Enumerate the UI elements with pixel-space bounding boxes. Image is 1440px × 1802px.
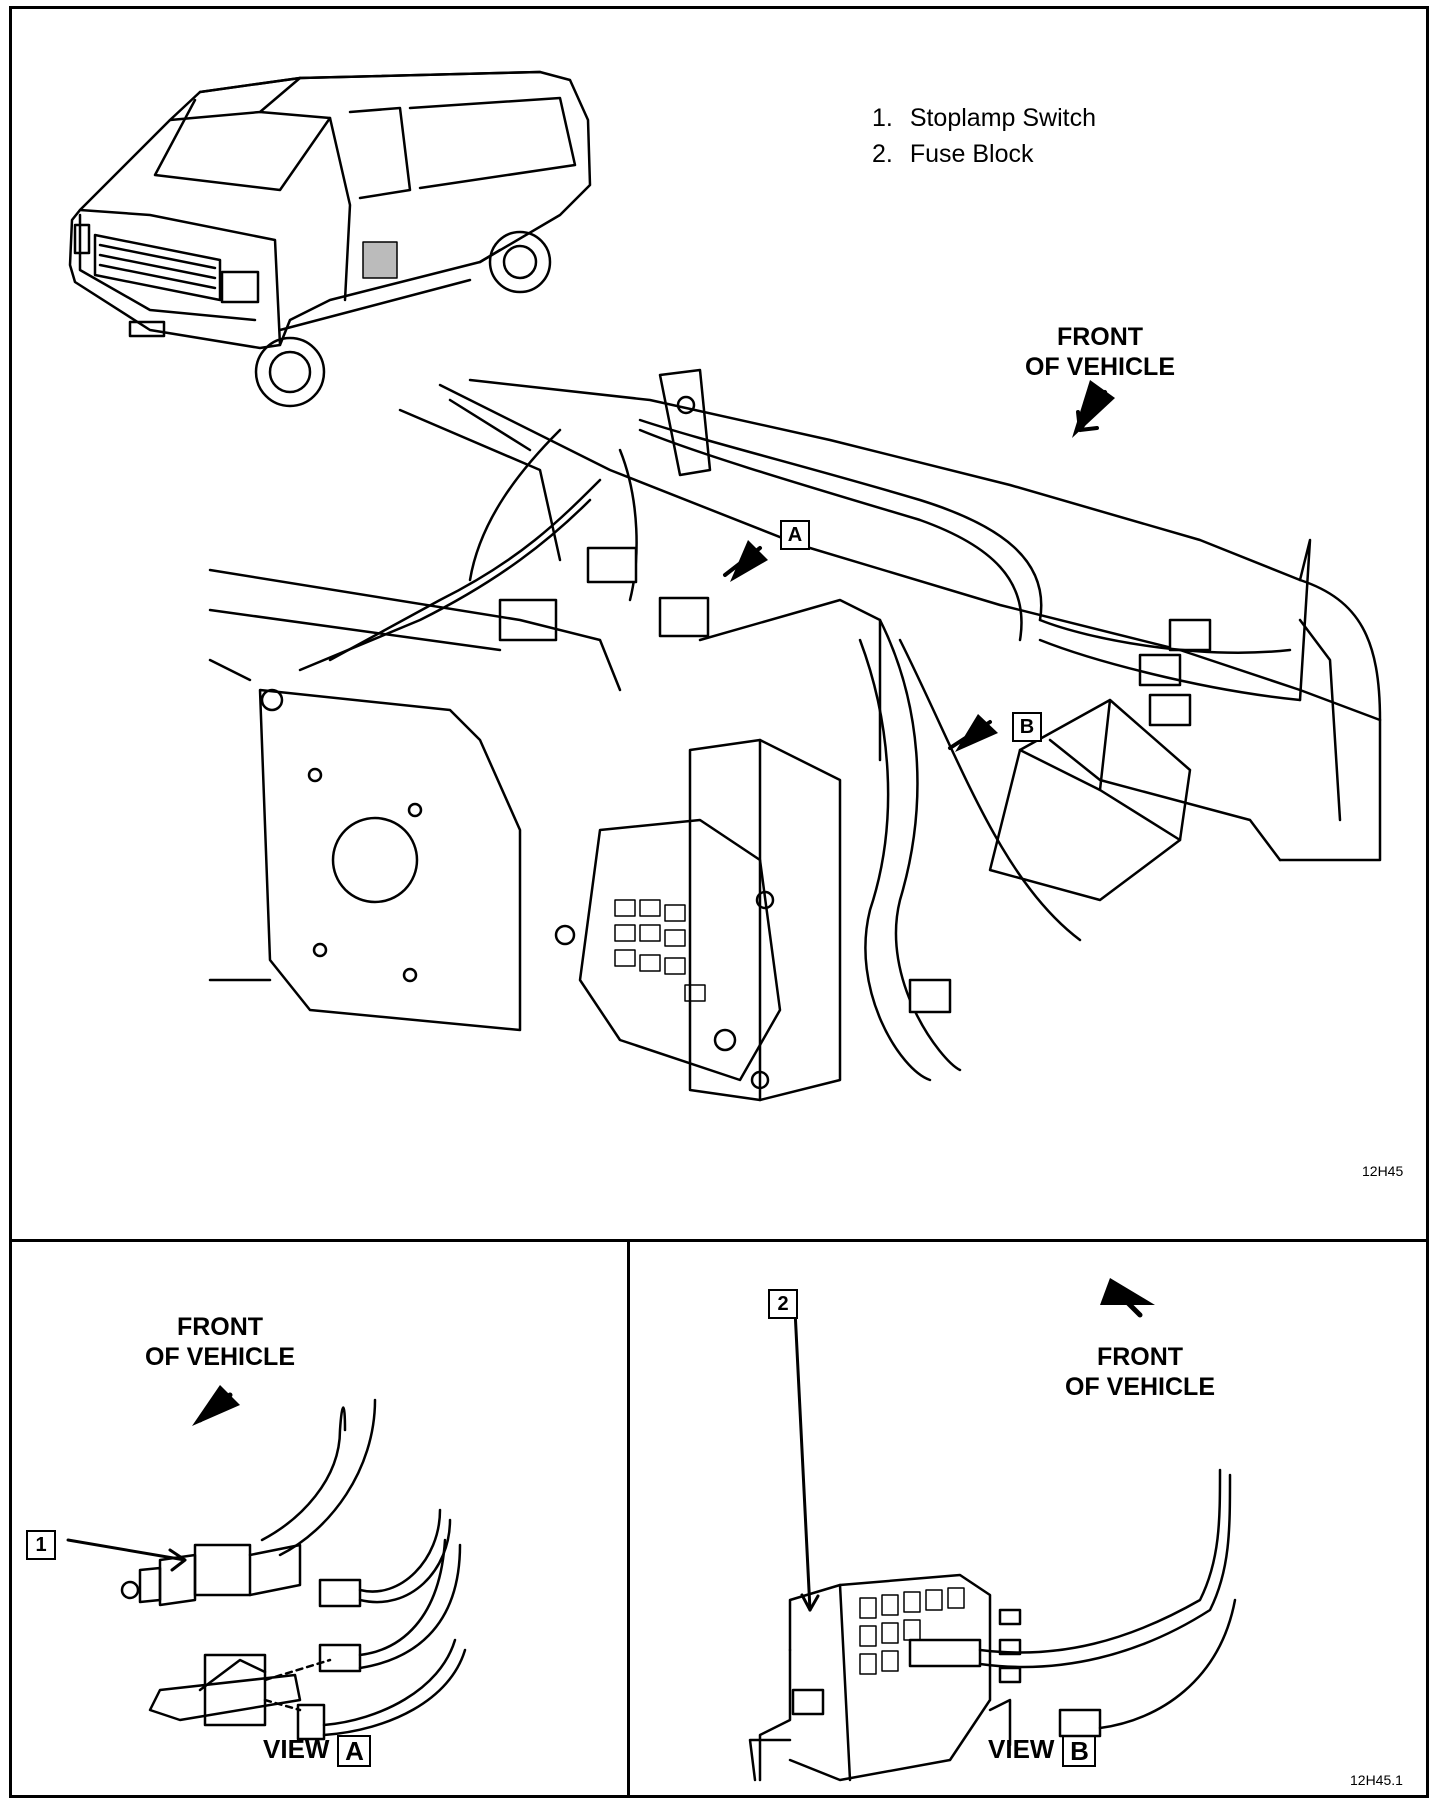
arrow-b-head — [955, 714, 998, 752]
view-b-front-label: FRONT OF VEHICLE — [1050, 1342, 1230, 1402]
figure-code-view-b: 12H45.1 — [1350, 1772, 1403, 1788]
van-illustration — [68, 70, 592, 408]
view-a-illustration — [66, 1392, 467, 1741]
front-label-line2: OF VEHICLE — [1064, 1373, 1215, 1401]
front-label-line1: FRONT — [176, 1313, 264, 1341]
view-title-text: VIEW — [263, 1734, 330, 1764]
legend-number: 2. — [872, 140, 893, 168]
callout-a: A — [780, 520, 810, 550]
view-title-letter: A — [337, 1735, 372, 1768]
view-title-letter: B — [1062, 1735, 1097, 1768]
front-label-line1: FRONT — [1056, 323, 1144, 351]
arrow-a-head — [730, 540, 768, 582]
legend-number: 1. — [872, 104, 893, 132]
callout-b: B — [1012, 712, 1042, 742]
callout-1: 1 — [26, 1530, 56, 1560]
front-label-line2: OF VEHICLE — [144, 1343, 295, 1371]
front-label-line1: FRONT — [1096, 1343, 1184, 1371]
front-label-line2: OF VEHICLE — [1024, 353, 1175, 381]
front-arrow-main — [1072, 380, 1115, 438]
view-a-front-label: FRONT OF VEHICLE — [130, 1312, 310, 1372]
dash-harness-illustration — [208, 368, 1382, 1102]
callout-2: 2 — [768, 1289, 798, 1319]
front-arrow-view-a — [192, 1385, 240, 1426]
legend-text: Stoplamp Switch — [909, 104, 1097, 132]
view-title-text: VIEW — [988, 1734, 1055, 1764]
legend-item-1: 1. Stoplamp Switch — [872, 104, 1096, 133]
view-b-frame — [627, 1239, 1429, 1798]
main-front-label: FRONT OF VEHICLE — [1010, 322, 1190, 382]
figure-code-main: 12H45 — [1362, 1163, 1404, 1179]
legend-item-2: 2. Fuse Block — [872, 140, 1033, 169]
front-arrow-view-b — [1100, 1278, 1155, 1305]
legend-text: Fuse Block — [909, 140, 1034, 168]
